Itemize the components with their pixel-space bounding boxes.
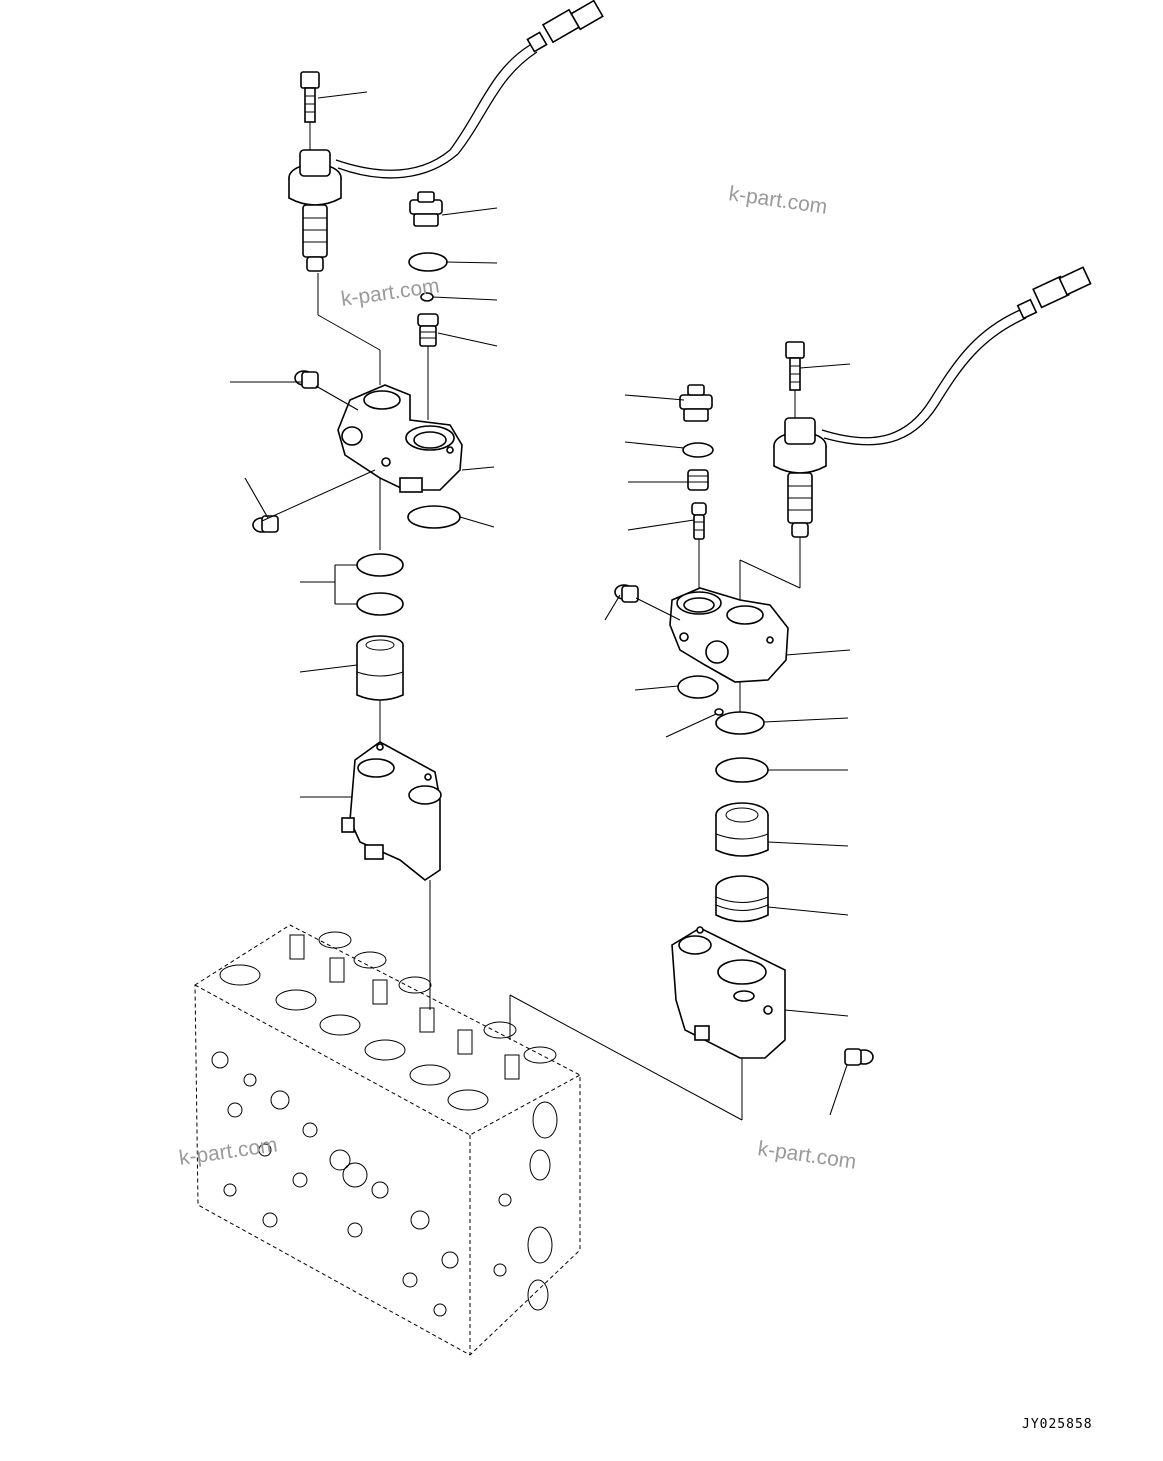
right-cap-plug-left xyxy=(614,584,639,603)
main-control-valve-block xyxy=(194,924,581,1356)
left-sleeve xyxy=(356,635,404,701)
leader-lines xyxy=(230,91,851,1116)
right-housing xyxy=(671,926,786,1059)
right-solenoid-cable xyxy=(821,266,1092,446)
watermark-bottom-left: k-part.com xyxy=(177,1133,278,1170)
right-spring xyxy=(687,469,709,491)
left-solenoid-assembly xyxy=(252,0,604,1010)
left-valve-insert xyxy=(417,313,439,347)
left-valve-block xyxy=(337,384,463,493)
right-o-ring-1 xyxy=(682,442,714,458)
right-o-ring-2 xyxy=(715,711,765,735)
left-o-ring-large xyxy=(407,505,461,529)
right-solenoid-valve xyxy=(773,417,827,538)
right-sleeve xyxy=(715,802,769,857)
left-o-ring-1 xyxy=(408,252,448,272)
right-spring-sleeve xyxy=(715,875,769,923)
left-housing xyxy=(341,741,442,881)
right-o-ring-3 xyxy=(715,757,769,783)
left-o-ring-pair-upper xyxy=(356,553,404,577)
right-o-ring-left xyxy=(677,675,719,699)
left-cap-plug-top xyxy=(294,370,319,389)
watermark-bottom-right: k-part.com xyxy=(756,1137,857,1174)
left-cap-plug-bottom xyxy=(252,515,279,533)
right-valve-insert xyxy=(691,502,707,540)
right-solenoid-assembly xyxy=(509,266,1092,1121)
drawing-code: JY025858 xyxy=(1022,1417,1093,1432)
watermark-top-left: k-part.com xyxy=(339,274,440,311)
right-cap-plug-bottom xyxy=(844,1048,874,1066)
left-bolt xyxy=(300,71,320,123)
watermark-top-right: k-part.com xyxy=(727,182,828,219)
right-valve-block xyxy=(669,587,789,683)
right-o-ring-tiny xyxy=(714,708,724,716)
left-solenoid-valve xyxy=(288,149,342,272)
right-plug xyxy=(679,384,713,422)
left-o-ring-pair-lower xyxy=(356,592,404,616)
right-bolt xyxy=(785,341,805,391)
left-solenoid-cable xyxy=(335,0,604,179)
left-plug xyxy=(409,191,443,227)
